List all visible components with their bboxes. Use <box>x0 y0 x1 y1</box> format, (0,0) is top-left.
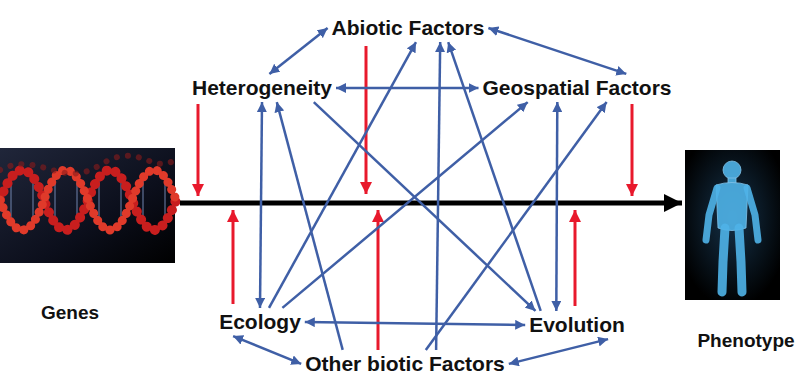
human-figure-image <box>685 150 780 300</box>
factor-label: Evolution <box>525 311 629 339</box>
influence-arrow <box>574 210 577 306</box>
node-text: Other biotic Factors <box>305 352 505 376</box>
factor-label: Ecology <box>215 308 305 336</box>
interaction-arrow <box>233 336 301 364</box>
influence-arrow <box>365 46 368 194</box>
node-text: Ecology <box>219 310 301 334</box>
node-text: Evolution <box>529 313 625 337</box>
interaction-arrow <box>269 28 327 74</box>
interaction-arrow <box>556 102 557 311</box>
node-text: Heterogeneity <box>192 76 332 100</box>
dna-image <box>0 148 176 263</box>
genes-node: Genes <box>0 148 180 316</box>
node-text: Phenotype <box>697 330 794 352</box>
factor-label: Other biotic Factors <box>301 350 509 378</box>
interaction-arrow <box>509 339 608 364</box>
interaction-arrow <box>426 102 607 350</box>
node-text: Abiotic Factors <box>332 16 485 40</box>
interaction-arrow <box>336 87 479 90</box>
influence-arrow <box>631 104 634 196</box>
interaction-arrow <box>305 322 525 325</box>
node-text: Genes <box>41 302 99 324</box>
interaction-arrow <box>314 102 536 311</box>
influence-arrow <box>377 210 380 350</box>
node-text: Geospatial Factors <box>482 76 671 100</box>
factor-label: Abiotic Factors <box>328 14 489 42</box>
interaction-arrow <box>260 102 262 308</box>
interaction-arrow <box>488 28 626 74</box>
influence-arrow <box>232 210 235 304</box>
phenotype-node: Phenotype <box>682 148 810 345</box>
influence-arrow <box>197 104 200 196</box>
factor-label: Geospatial Factors <box>478 74 675 102</box>
interaction-arrow <box>282 102 527 308</box>
factor-label: Heterogeneity <box>188 74 336 102</box>
interaction-arrow <box>436 42 440 350</box>
main-arrow <box>180 200 682 205</box>
